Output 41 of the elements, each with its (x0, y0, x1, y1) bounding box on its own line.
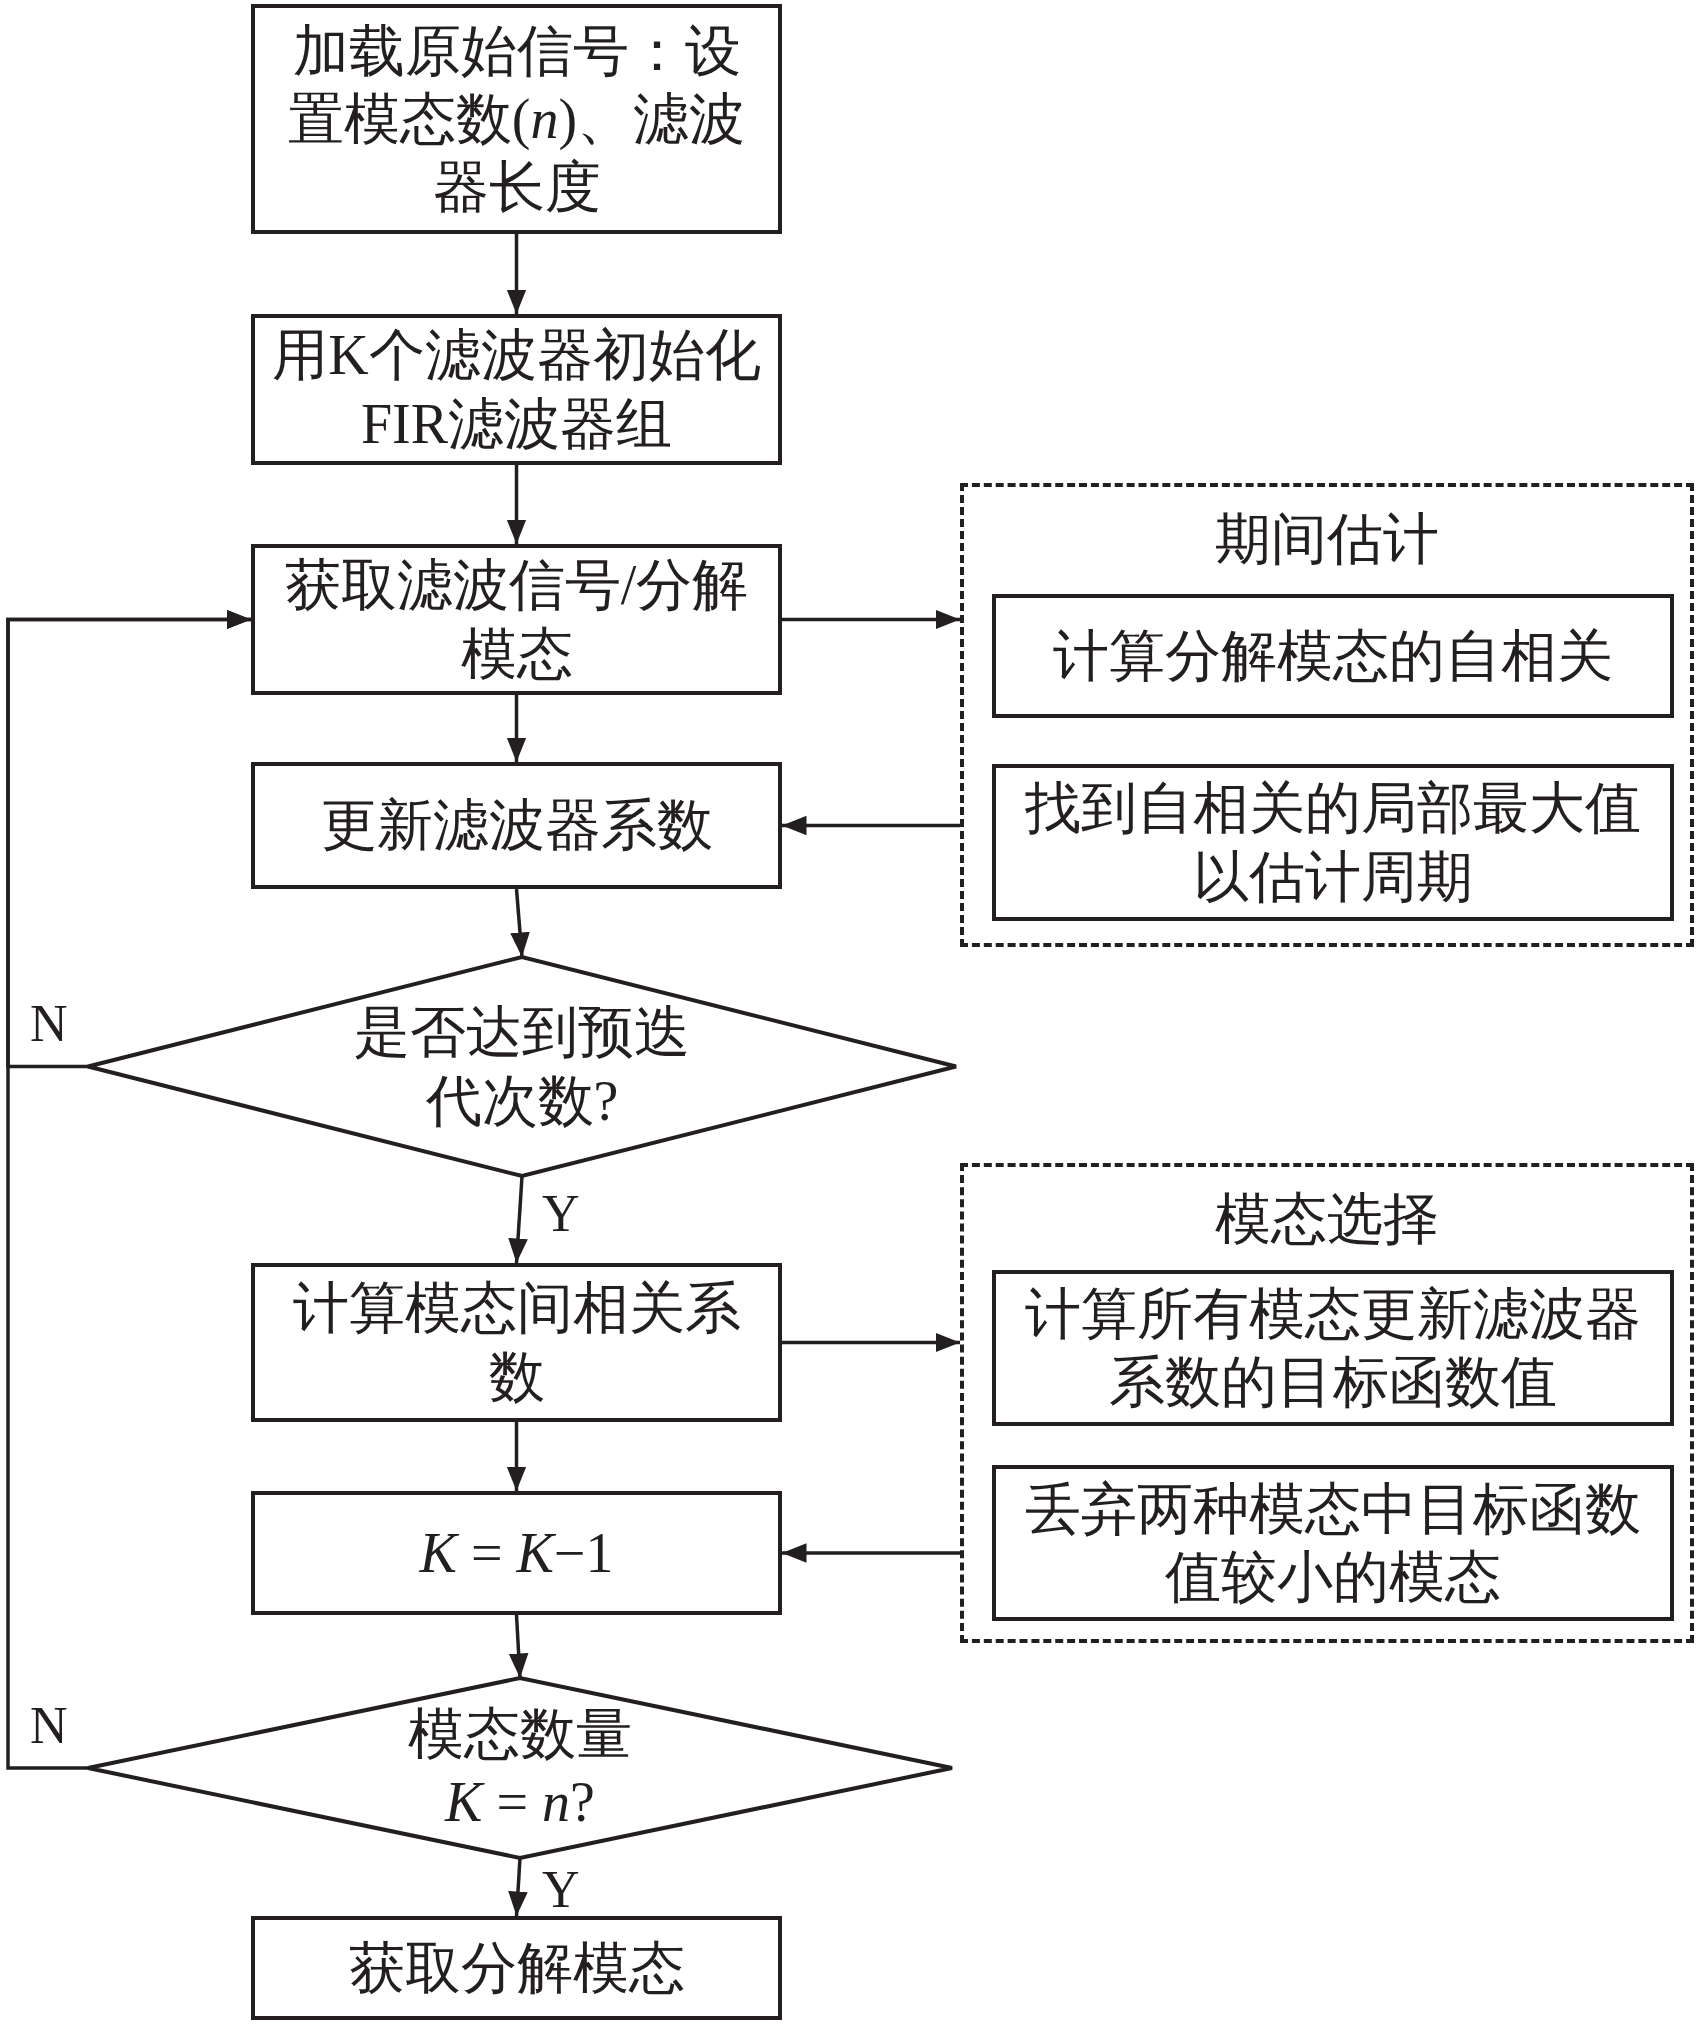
arrow (506, 465, 527, 544)
process-box (251, 544, 782, 695)
step-text: 丢弃两种模态中目标函数值较小的模态 (1024, 1476, 1642, 1610)
step-text: 更新滤波器系数 (320, 793, 713, 859)
step-text: 获取滤波信号/分解模态 (283, 553, 750, 687)
arrow (508, 1857, 528, 1917)
arrow (782, 1332, 960, 1353)
process-box (251, 762, 782, 889)
arrow (6, 609, 251, 1770)
step-text: 用K个滤波器初始化FIR滤波器组 (271, 323, 762, 457)
step-text: 计算模态间相关系数 (291, 1276, 742, 1410)
step-text: 计算所有模态更新滤波器系数的目标函数值 (1024, 1281, 1642, 1415)
arrow (782, 815, 960, 836)
process-box (251, 1491, 782, 1615)
dashed-group-box (960, 483, 1694, 947)
process-box (992, 594, 1674, 718)
step-text: 找到自相关的局部最大值以估计周期 (1024, 776, 1642, 910)
arrow (782, 1543, 960, 1563)
arrow (508, 1614, 529, 1679)
group-heading: 期间估计 (1215, 507, 1439, 572)
arrow (506, 695, 527, 762)
step-text: 计算分解模态的自相关 (1053, 623, 1613, 689)
process-box (251, 4, 782, 234)
arrow (510, 888, 530, 958)
arrow (506, 1422, 527, 1491)
arrow (782, 609, 960, 630)
arrow (508, 1175, 528, 1264)
group-heading: 模态选择 (1215, 1187, 1439, 1252)
step-text: 加载原始信号：设置模态数(n)、滤波器长度 (286, 18, 747, 221)
step-text: 模态数量 K = n? (407, 1701, 633, 1835)
process-box (251, 314, 782, 465)
process-box (251, 1263, 782, 1422)
step-text: 是否达到预迭代次数? (353, 1000, 691, 1134)
arrow (506, 234, 527, 314)
process-box (992, 1465, 1674, 1621)
step-text: K = K−1 (419, 1520, 614, 1586)
dashed-group-box (960, 1163, 1694, 1643)
process-box (251, 1916, 782, 2020)
step-text: 获取分解模态 (348, 1935, 685, 2001)
process-box (992, 764, 1674, 921)
process-box (992, 1270, 1674, 1426)
